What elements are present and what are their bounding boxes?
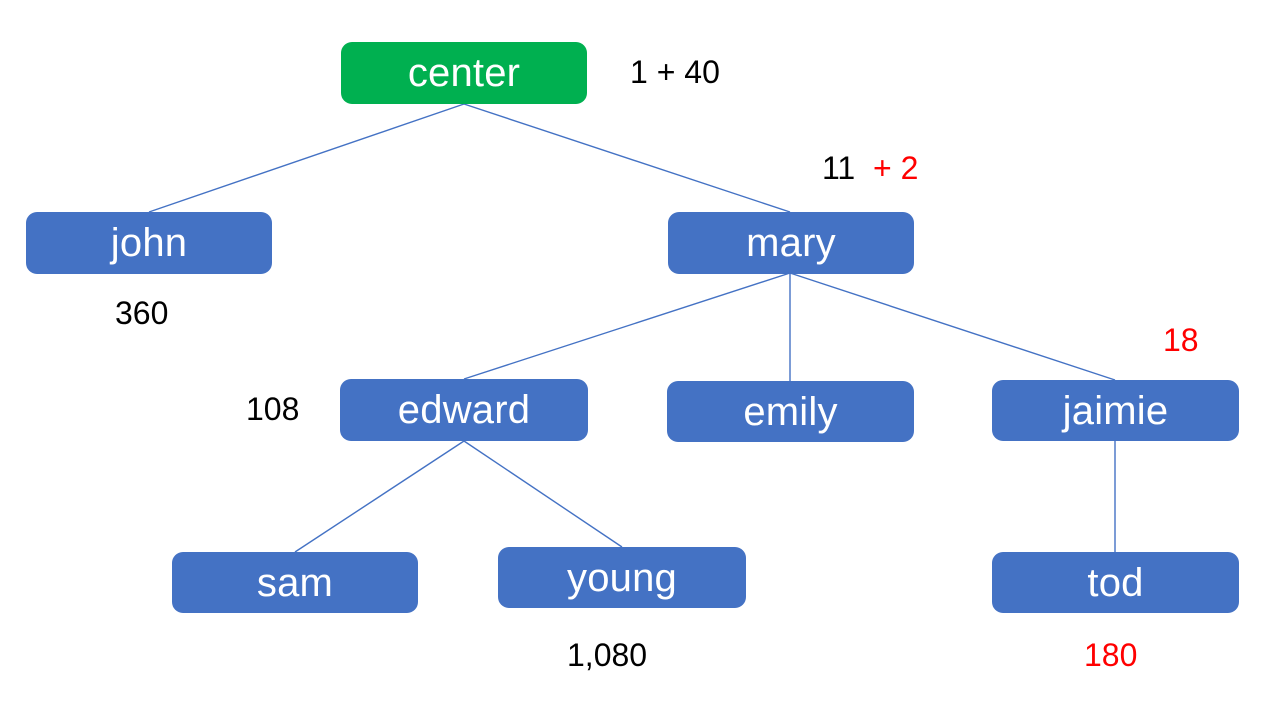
node-sam-label: sam: [256, 560, 334, 605]
annotation-young: 1,080: [567, 639, 647, 671]
edge-edward-young: [463, 440, 623, 548]
node-edward-label: edward: [397, 388, 531, 432]
node-tod[interactable]: tod: [992, 552, 1239, 613]
annotation-mary: 11 + 2: [822, 152, 918, 184]
node-mary-label: mary: [746, 221, 836, 265]
annotation-edward-text: 108: [246, 391, 300, 427]
annotation-mary-base: 11: [822, 150, 856, 186]
node-center-label: center: [407, 51, 521, 95]
node-jaimie[interactable]: jaimie: [992, 380, 1239, 441]
node-center[interactable]: center: [341, 42, 587, 104]
annotation-jaimie-text: 18: [1163, 322, 1199, 358]
annotation-john: 360: [115, 297, 168, 329]
node-young[interactable]: young: [498, 547, 746, 608]
edge-edward-sam: [294, 440, 465, 553]
edge-mary-jaimie: [789, 272, 1116, 381]
annotation-tod: 180: [1084, 639, 1137, 671]
node-emily-label: emily: [743, 389, 838, 434]
annotation-center: 1 + 40: [630, 56, 720, 88]
annotation-young-text: 1,080: [567, 637, 648, 673]
node-jaimie-label: jaimie: [1062, 388, 1169, 433]
node-young-label: young: [567, 555, 677, 600]
node-john-label: john: [110, 221, 188, 265]
node-mary[interactable]: mary: [668, 212, 914, 274]
node-emily[interactable]: emily: [667, 381, 914, 442]
node-sam[interactable]: sam: [172, 552, 418, 613]
annotation-jaimie: 18: [1163, 324, 1199, 356]
annotation-center-text: 1 + 40: [630, 54, 720, 90]
annotation-mary-delta: + 2: [873, 150, 919, 186]
edge-mary-edward: [463, 272, 791, 380]
node-edward[interactable]: edward: [340, 379, 588, 441]
annotation-edward: 108: [246, 393, 299, 425]
node-john[interactable]: john: [26, 212, 272, 274]
edge-center-mary: [463, 103, 791, 213]
annotation-john-text: 360: [115, 295, 169, 331]
node-tod-label: tod: [1087, 560, 1144, 605]
edge-center-john: [148, 103, 465, 213]
annotation-tod-text: 180: [1084, 637, 1138, 673]
